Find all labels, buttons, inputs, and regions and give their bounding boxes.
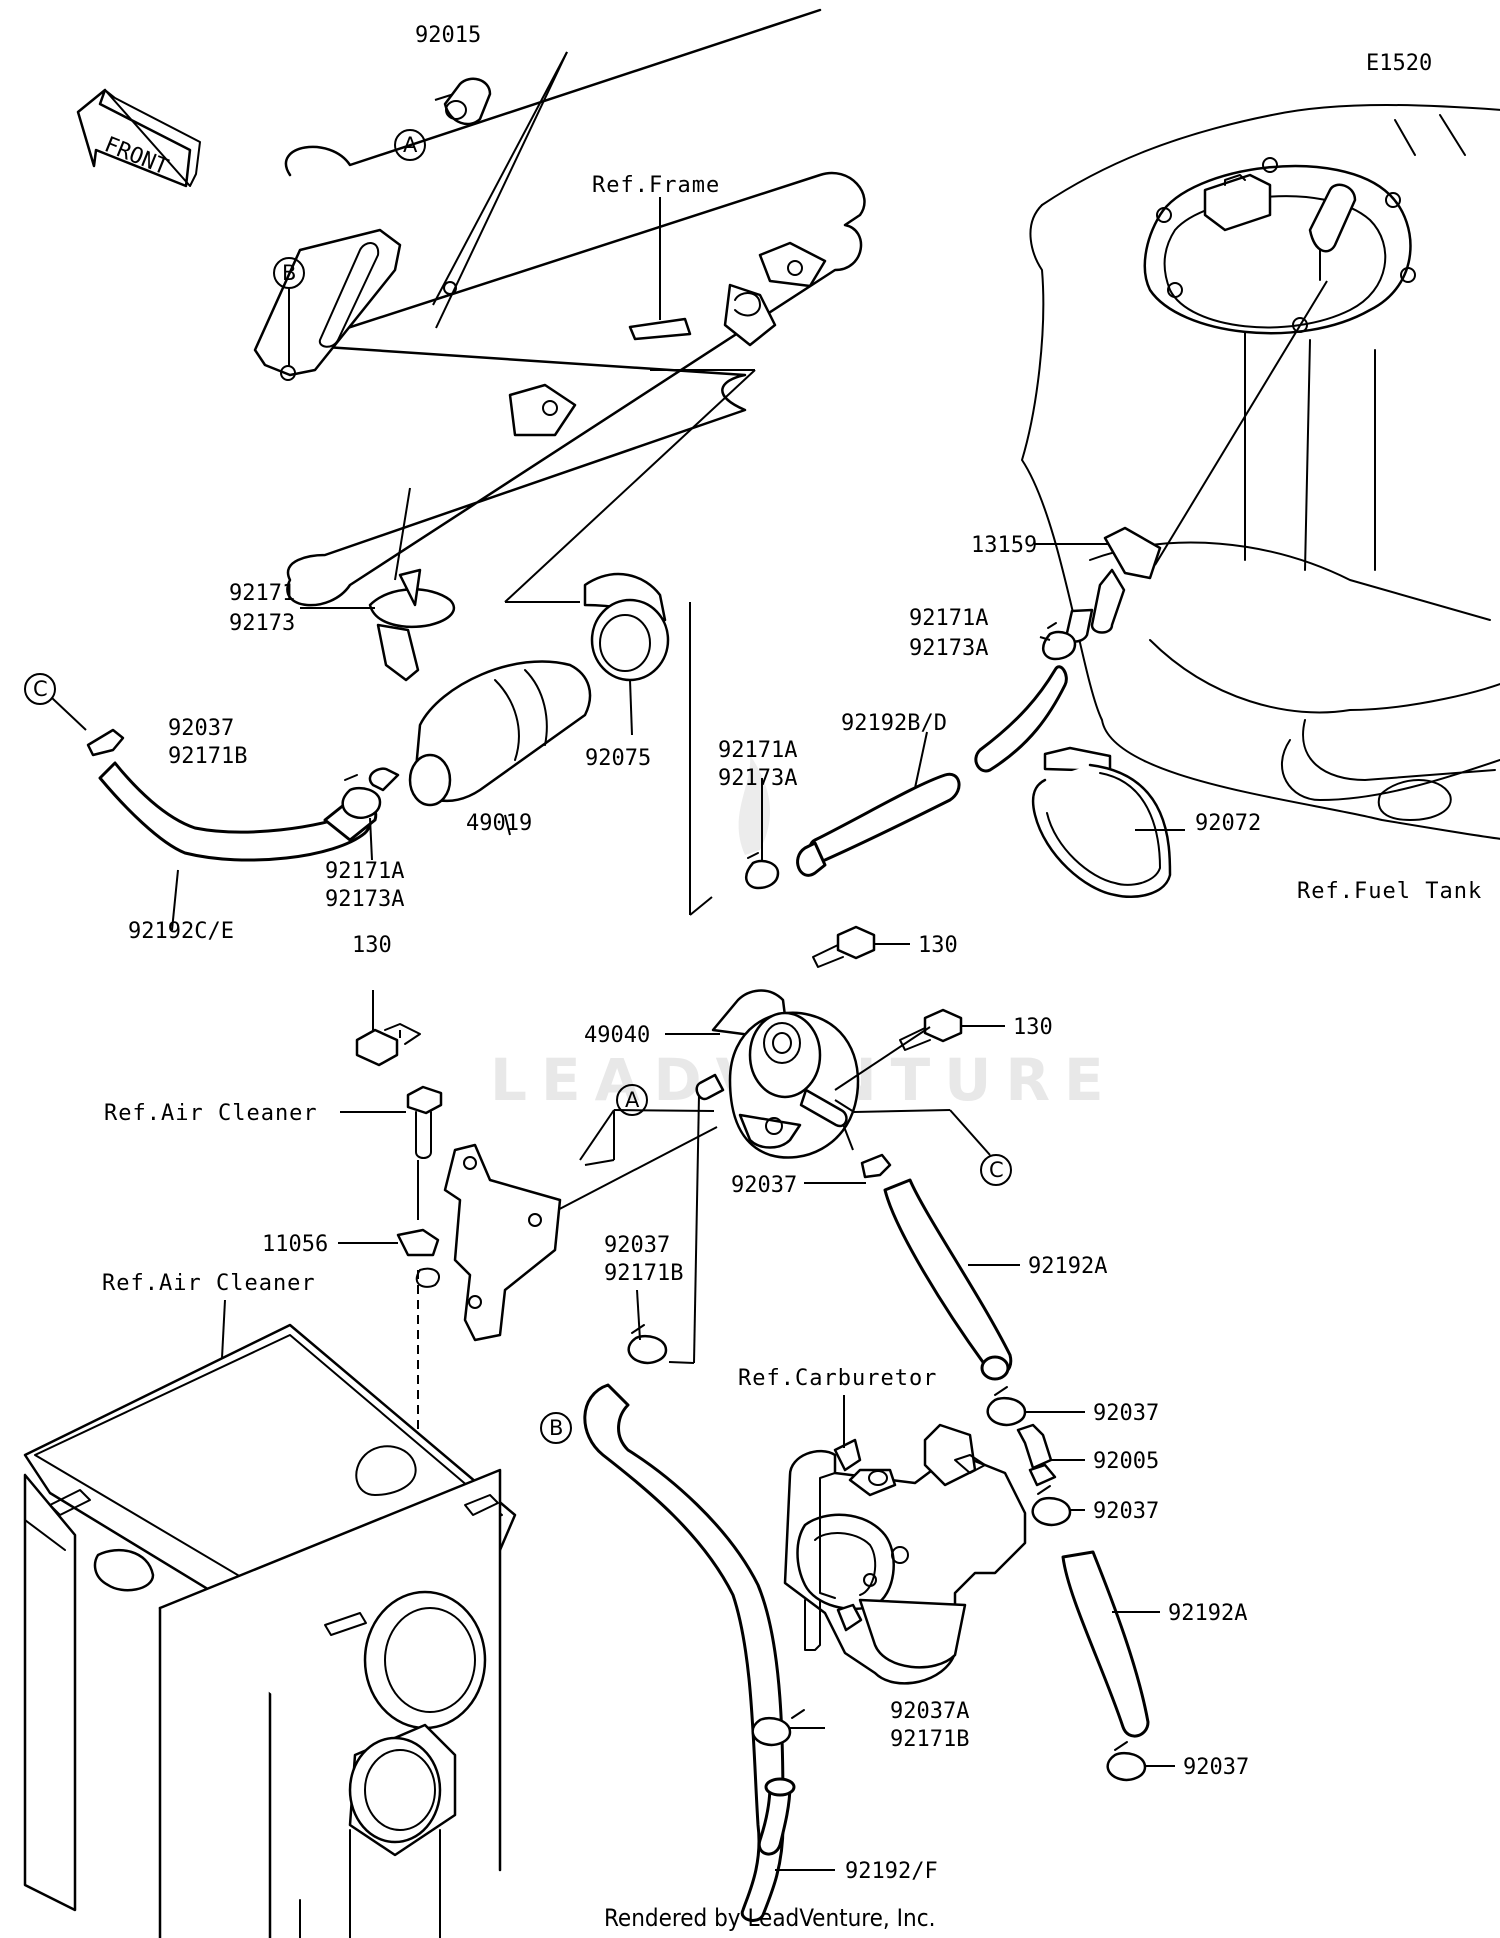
label-92173: 92173 bbox=[229, 611, 295, 636]
hose-92192bd bbox=[796, 665, 1068, 877]
label-92037a: 92037A bbox=[890, 1699, 969, 1724]
connector-13159 bbox=[1065, 526, 1162, 643]
label-92171b-lower: 92171B bbox=[890, 1727, 969, 1752]
clamp-92037-right-1 bbox=[986, 1386, 1027, 1427]
label-11056: 11056 bbox=[262, 1232, 328, 1257]
label-ref-carburetor: Ref.Carburetor bbox=[738, 1366, 937, 1391]
hose-92192a-upper bbox=[883, 1178, 1013, 1381]
label-92037-right-2: 92037 bbox=[1093, 1499, 1159, 1524]
label-92173a-upper: 92173A bbox=[909, 636, 988, 661]
marker-a-mid: A bbox=[616, 1084, 648, 1116]
label-130-left: 130 bbox=[352, 933, 392, 958]
footer-credit: Rendered by LeadVenture, Inc. bbox=[604, 1904, 935, 1932]
bolt-130-left bbox=[355, 1023, 421, 1067]
clamp-92037a bbox=[751, 1709, 805, 1747]
label-92192ce: 92192C/E bbox=[128, 919, 234, 944]
fuel-tank-part bbox=[1021, 104, 1500, 840]
clamp-92171b-left bbox=[627, 1324, 668, 1365]
label-92192bd: 92192B/D bbox=[841, 711, 947, 736]
label-92192a-lower: 92192A bbox=[1168, 1601, 1247, 1626]
clamp-92171a-left bbox=[341, 774, 382, 819]
label-92173a-left: 92173A bbox=[325, 887, 404, 912]
bracket-11056 bbox=[396, 1143, 562, 1342]
hose-92192f bbox=[583, 1383, 796, 1922]
clamp-92171a-mid bbox=[744, 852, 780, 890]
label-92072: 92072 bbox=[1195, 811, 1261, 836]
label-92171: 92171 bbox=[229, 581, 295, 606]
clamp-92037-right-2 bbox=[1031, 1485, 1072, 1527]
label-49040: 49040 bbox=[584, 1023, 650, 1048]
marker-a-top: A bbox=[394, 129, 426, 161]
label-ref-frame: Ref.Frame bbox=[592, 173, 720, 198]
svg-text:C: C bbox=[33, 677, 48, 701]
diagram-code: E1520 bbox=[1366, 51, 1432, 76]
label-92037-clamp: 92037 bbox=[604, 1233, 670, 1258]
label-92075: 92075 bbox=[585, 746, 651, 771]
bolt-130-upper bbox=[812, 925, 876, 968]
label-92192a-upper: 92192A bbox=[1028, 1254, 1107, 1279]
fitting-92005 bbox=[1016, 1423, 1057, 1487]
label-ref-fuel-tank: Ref.Fuel Tank bbox=[1297, 879, 1482, 904]
label-92015: 92015 bbox=[415, 23, 481, 48]
label-ref-air-cleaner-box: Ref.Air Cleaner bbox=[102, 1271, 316, 1296]
marker-b-bottom: B bbox=[540, 1412, 572, 1444]
clip-92171 bbox=[368, 568, 456, 682]
clip-92037-mid bbox=[860, 1153, 892, 1179]
air-cleaner-bolt bbox=[406, 1085, 443, 1159]
label-13159: 13159 bbox=[971, 533, 1037, 558]
svg-text:A: A bbox=[403, 133, 418, 157]
band-92072 bbox=[1031, 746, 1172, 899]
label-92037-mid: 92037 bbox=[731, 1173, 797, 1198]
fuel-pump-49040 bbox=[695, 989, 860, 1159]
bolt-130-right bbox=[899, 1008, 963, 1051]
label-92173a-mid: 92173A bbox=[718, 766, 797, 791]
svg-text:B: B bbox=[549, 1416, 563, 1440]
hose-92192a-lower bbox=[1061, 1550, 1150, 1738]
front-arrow-icon: FRONT bbox=[76, 88, 201, 188]
air-cleaner-box bbox=[23, 1267, 517, 1938]
svg-text:B: B bbox=[282, 261, 296, 285]
label-92037-left: 92037 bbox=[168, 716, 234, 741]
label-92037-right-3: 92037 bbox=[1183, 1755, 1249, 1780]
bushing-92015 bbox=[443, 77, 492, 126]
clamp-92037-right-3 bbox=[1106, 1741, 1147, 1782]
label-92171a-left: 92171A bbox=[325, 859, 404, 884]
label-130-right: 130 bbox=[1013, 1015, 1053, 1040]
label-ref-air-cleaner-bolt: Ref.Air Cleaner bbox=[104, 1101, 318, 1126]
leader-92015-a bbox=[432, 51, 568, 306]
label-92192f: 92192/F bbox=[845, 1859, 938, 1884]
part-labels: 92015 Ref.Frame 13159 92171A 92173A 9217… bbox=[102, 23, 1482, 1884]
label-92171b-left: 92171B bbox=[168, 744, 247, 769]
label-92171b-clamp: 92171B bbox=[604, 1261, 683, 1286]
marker-c-mid: C bbox=[980, 1154, 1012, 1186]
svg-text:C: C bbox=[989, 1158, 1004, 1182]
label-92005: 92005 bbox=[1093, 1449, 1159, 1474]
label-130-upper: 130 bbox=[918, 933, 958, 958]
svg-text:A: A bbox=[625, 1088, 640, 1112]
label-49019: 49019 bbox=[466, 811, 532, 836]
clamp-92171a-upper bbox=[1041, 622, 1077, 661]
fuel-filter-49019 bbox=[368, 660, 592, 807]
holder-92075 bbox=[583, 572, 670, 682]
frame-part bbox=[253, 8, 866, 607]
label-92171a-upper: 92171A bbox=[909, 606, 988, 631]
label-92171a-mid: 92171A bbox=[718, 738, 797, 763]
carburetor-part bbox=[783, 1423, 1027, 1685]
label-92037-right-1: 92037 bbox=[1093, 1401, 1159, 1426]
marker-c-left: C bbox=[24, 673, 56, 705]
